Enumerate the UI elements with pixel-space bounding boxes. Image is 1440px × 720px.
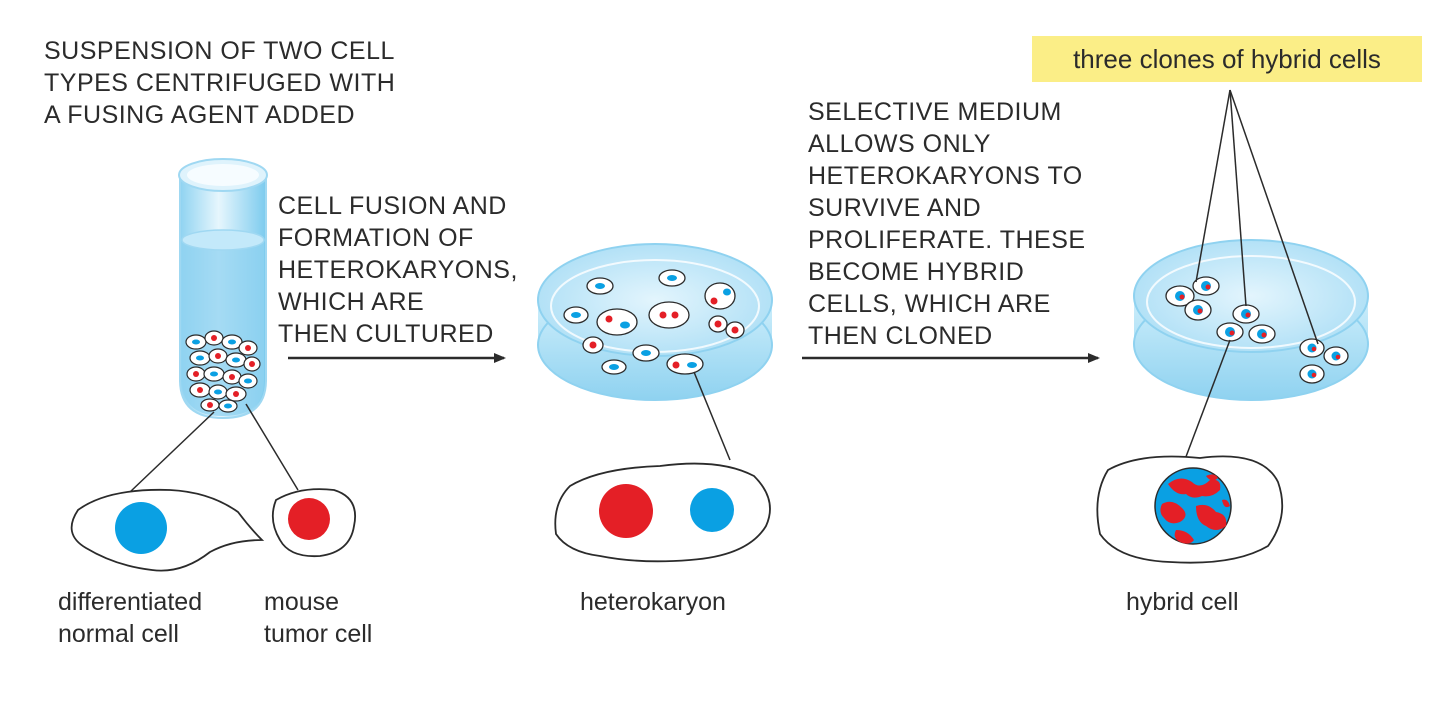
heterokaryon-cell-icon (554, 462, 771, 563)
selective-medium-label: SELECTIVE MEDIUM ALLOWS ONLY HETEROKARYO… (808, 98, 1086, 350)
hybrid-cell-label: hybrid cell (1126, 588, 1239, 616)
normal-cell-icon (70, 488, 265, 572)
hybrid-chromatin (1160, 474, 1230, 544)
dish-leader-line (693, 371, 731, 461)
normal-cell-nucleus (115, 502, 167, 554)
tumor-cell-label: mouse tumor cell (264, 588, 373, 648)
petri-dish-icon (537, 243, 773, 401)
normal-cell-label: differentiated normal cell (58, 588, 203, 648)
tube-leader-lines (129, 403, 299, 493)
suspension-label: SUSPENSION OF TWO CELL TYPES CENTRIFUGED… (44, 37, 396, 129)
cell-pellet (185, 330, 261, 413)
clones-label: three clones of hybrid cells (1032, 36, 1422, 82)
test-tube-icon (178, 158, 268, 420)
heterokaryon-blue-nucleus (690, 488, 734, 532)
tumor-cell-nucleus (288, 498, 330, 540)
hybrid-cell-icon (1096, 455, 1284, 564)
fusion-label: CELL FUSION AND FORMATION OF HETEROKARYO… (278, 192, 518, 348)
tumor-cell-icon (271, 488, 356, 558)
hybrid-colonies (1165, 276, 1349, 384)
heterokaryon-label: heterokaryon (580, 588, 726, 616)
clone-pointer-lines (1195, 89, 1319, 345)
petri-dish-icon (1133, 239, 1369, 401)
dish-cells (563, 269, 745, 375)
heterokaryon-red-nucleus (599, 484, 653, 538)
dish-leader-line (1183, 339, 1231, 463)
